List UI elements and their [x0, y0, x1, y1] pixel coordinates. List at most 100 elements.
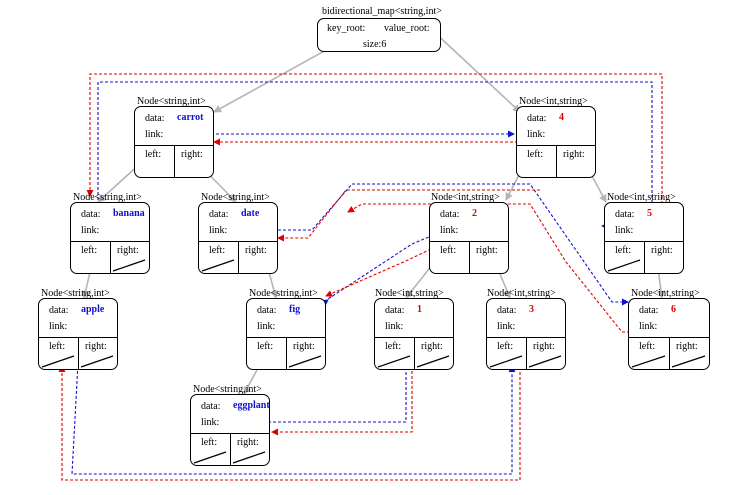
link-label: link:: [209, 225, 228, 236]
null-pointer-slash: [671, 355, 706, 368]
bidirectional-map-root: key_root: value_root: size:6: [317, 18, 441, 52]
right-label: right:: [117, 245, 139, 256]
child-divider: [469, 241, 470, 273]
null-pointer-slash: [80, 355, 114, 368]
link-label: link:: [49, 321, 68, 332]
tree-node-n1: data: 1 link: left: right:: [374, 298, 454, 370]
tree-node-banana: data: banana link: left: right:: [70, 202, 150, 274]
null-pointer-slash: [41, 355, 75, 368]
value-root-label: value_root:: [384, 23, 430, 34]
link-label: link:: [81, 225, 100, 236]
node-value: 5: [647, 208, 652, 219]
node-value: fig: [289, 304, 301, 315]
tree-node-eggplant: data: eggplant link: left: right:: [190, 394, 270, 466]
left-label: left:: [639, 341, 656, 352]
link-label: link:: [440, 225, 459, 236]
link-label: link:: [257, 321, 276, 332]
link-edge-blue: [228, 183, 629, 306]
null-pointer-slash: [631, 355, 666, 368]
link-edge-red: [277, 189, 540, 242]
node-type-label-banana: Node<string,int>: [73, 192, 142, 203]
link-edge-blue: [271, 223, 461, 320]
right-label: right:: [181, 149, 203, 160]
data-label: data:: [440, 209, 460, 220]
key-root-label: key_root:: [327, 23, 366, 34]
node-value: 2: [472, 208, 477, 219]
left-label: left:: [497, 341, 514, 352]
link-label: link:: [639, 321, 658, 332]
data-label: data:: [49, 305, 69, 316]
node-type-label-eggplant: Node<string,int>: [193, 384, 262, 395]
null-pointer-slash: [232, 451, 266, 464]
null-pointer-slash: [528, 355, 562, 368]
link-label: link:: [385, 321, 404, 332]
link-label: link:: [615, 225, 634, 236]
left-label: left:: [49, 341, 66, 352]
child-divider: [286, 337, 287, 369]
right-label: right:: [421, 341, 443, 352]
child-divider: [238, 241, 239, 273]
node-value: banana: [113, 208, 145, 219]
node-value: 6: [671, 304, 676, 315]
data-label: data:: [385, 305, 405, 316]
tree-node-apple: data: apple link: left: right:: [38, 298, 118, 370]
link-label: link:: [527, 129, 546, 140]
data-label: data:: [209, 209, 229, 220]
node-type-label-fig: Node<string,int>: [249, 288, 318, 299]
tree-node-n6: data: 6 link: left: right:: [628, 298, 710, 370]
right-label: right:: [85, 341, 107, 352]
left-label: left:: [81, 245, 98, 256]
right-label: right:: [245, 245, 267, 256]
left-label: left:: [615, 245, 632, 256]
link-label: link:: [497, 321, 516, 332]
right-label: right:: [293, 341, 315, 352]
child-divider: [556, 145, 557, 177]
node-type-label-n3: Node<int,string>: [487, 288, 556, 299]
left-label: left:: [201, 437, 218, 448]
tree-node-n2: data: 2 link: left: right:: [429, 202, 509, 274]
child-divider: [414, 337, 415, 369]
tree-node-date: data: date link: left: right:: [198, 202, 278, 274]
left-label: left:: [440, 245, 457, 256]
right-label: right:: [476, 245, 498, 256]
node-value: date: [241, 208, 260, 219]
link-edge-red: [325, 235, 459, 297]
child-divider: [669, 337, 670, 369]
right-label: right:: [533, 341, 555, 352]
data-label: data:: [81, 209, 101, 220]
data-label: data:: [497, 305, 517, 316]
link-label: link:: [145, 129, 164, 140]
root-title: bidirectional_map<string,int>: [322, 6, 442, 17]
node-type-label-n2: Node<int,string>: [431, 192, 500, 203]
right-label: right:: [237, 437, 259, 448]
node-value: carrot: [177, 112, 204, 123]
node-value: 3: [529, 304, 534, 315]
null-pointer-slash: [607, 259, 641, 272]
node-type-label-carrot: Node<string,int>: [137, 96, 206, 107]
null-pointer-slash: [201, 259, 235, 272]
data-label: data:: [639, 305, 659, 316]
left-label: left:: [257, 341, 274, 352]
null-pointer-slash: [377, 355, 411, 368]
node-value: apple: [81, 304, 105, 315]
left-label: left:: [527, 149, 544, 160]
left-label: left:: [209, 245, 226, 256]
node-value: eggplant: [233, 400, 270, 411]
tree-node-n3: data: 3 link: left: right:: [486, 298, 566, 370]
link-label: link:: [201, 417, 220, 428]
right-label: right:: [563, 149, 585, 160]
size-label: size:6: [363, 39, 387, 50]
right-label: right:: [676, 341, 698, 352]
tree-edge: [429, 27, 521, 113]
node-value: 1: [417, 304, 422, 315]
node-value: 4: [559, 112, 564, 123]
data-label: data:: [201, 401, 221, 412]
child-divider: [174, 145, 175, 177]
left-label: left:: [385, 341, 402, 352]
right-label: right:: [651, 245, 673, 256]
null-pointer-slash: [489, 355, 523, 368]
child-divider: [110, 241, 111, 273]
child-divider: [78, 337, 79, 369]
